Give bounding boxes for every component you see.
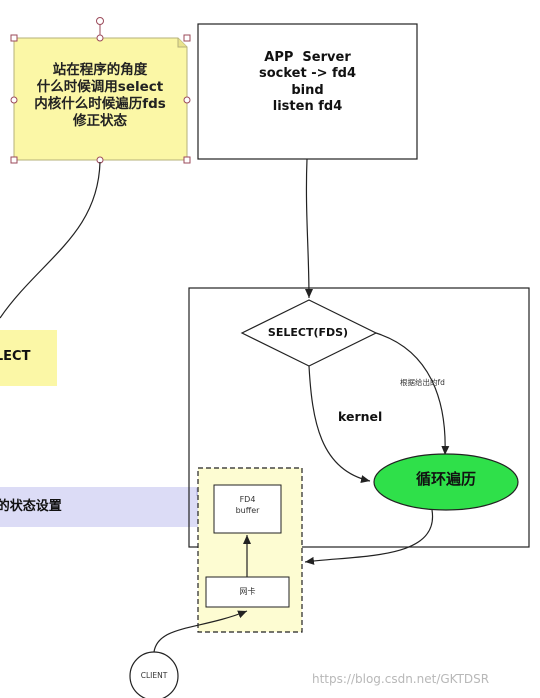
selection-handles[interactable] <box>10 17 191 164</box>
client-label: CLIENT <box>140 671 168 680</box>
arrow-select-to-loop-fd <box>375 332 450 456</box>
note-program-view-text: 站在程序的角度 什么时候调用select 内核什么时候遍历fds 修正状态 <box>34 62 166 129</box>
note-connector <box>0 161 101 319</box>
server-box[interactable] <box>197 23 418 160</box>
nic-label: 网卡 <box>239 587 256 596</box>
fd4-buffer-box[interactable] <box>213 484 282 534</box>
kernel-container[interactable] <box>188 287 530 548</box>
edge-label: 根据给出的fd <box>400 378 445 387</box>
loop-ellipse[interactable] <box>373 453 519 511</box>
arrow-client-to-nic <box>153 610 248 653</box>
select-diamond-label: SELECT(FDS) <box>267 326 349 339</box>
arrow-select-to-loop-kernel <box>308 365 371 483</box>
nic-box[interactable] <box>205 576 290 608</box>
server-text: APP Server socket -> fd4 bind listen fd4 <box>258 50 357 114</box>
note-select-partial-text: ELECT <box>0 349 31 364</box>
watermark: https://blog.csdn.net/GKTDSR <box>312 672 490 686</box>
note-select-partial[interactable] <box>0 330 57 386</box>
arrow-loop-to-hardware <box>304 509 434 565</box>
fd4-buffer-label: FD4 buffer <box>235 495 260 515</box>
note-fd-state-text: D的状态设置 <box>0 499 62 514</box>
arrow-server-to-select <box>304 158 313 299</box>
kernel-label: kernel <box>338 409 383 424</box>
loop-label: 循环遍历 <box>415 470 476 488</box>
